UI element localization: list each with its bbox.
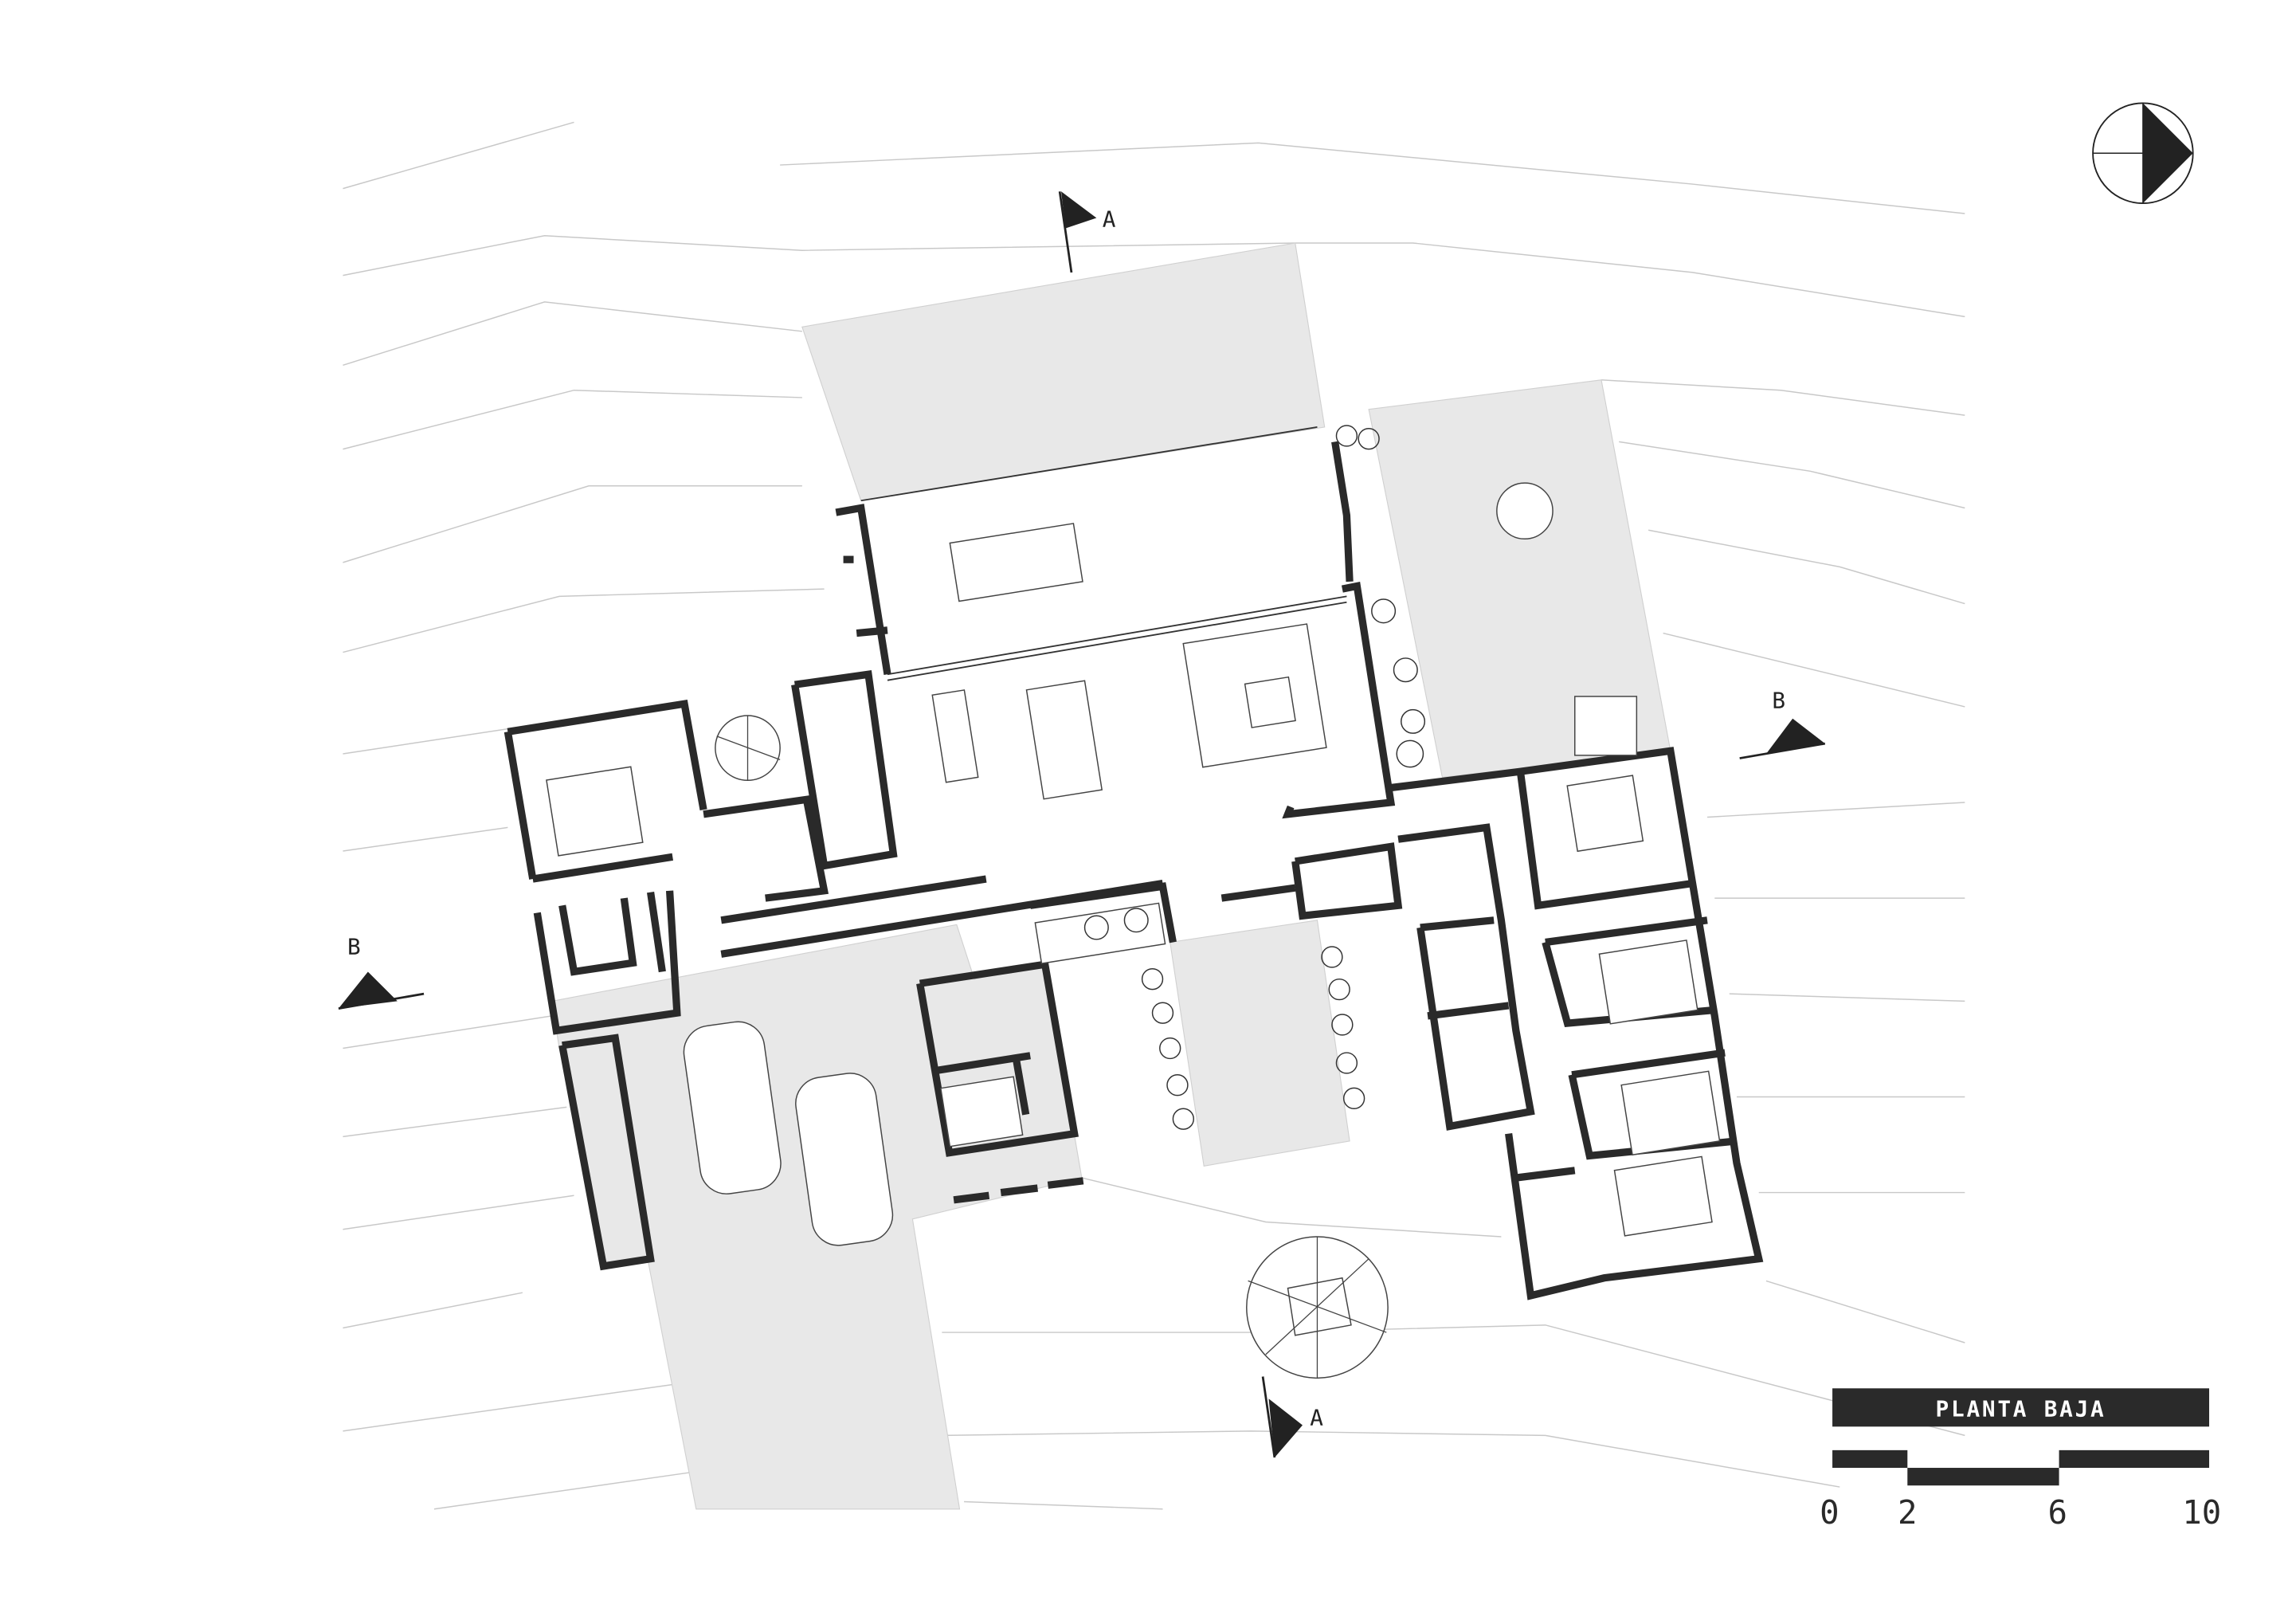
terrain-contours xyxy=(343,121,1965,1510)
scale-label: 2 xyxy=(1898,1493,1917,1532)
svg-text:A: A xyxy=(1310,1404,1323,1430)
svg-text:A: A xyxy=(1103,206,1116,233)
trees xyxy=(715,425,1426,1379)
svg-text:B: B xyxy=(1772,688,1785,714)
scale-bar: 0 2 6 10 xyxy=(1820,1449,2221,1532)
furniture xyxy=(546,482,1721,1237)
walls xyxy=(503,426,1764,1300)
car-icon xyxy=(683,1021,782,1194)
section-marker-a-bottom: A xyxy=(1261,1376,1323,1458)
scale-segment-2-6 xyxy=(1907,1468,2059,1486)
plan-title: PLANTA BAJA xyxy=(1936,1395,2106,1422)
section-marker-a-top: A xyxy=(1058,191,1116,273)
planter-south xyxy=(1034,902,1166,964)
round-table xyxy=(1496,482,1554,540)
bed-east-1 xyxy=(1566,775,1644,853)
tree-base xyxy=(1287,1277,1352,1336)
plants xyxy=(1083,425,1426,1130)
title-block: PLANTA BAJA xyxy=(1832,1388,2210,1427)
north-arrow-icon xyxy=(2092,102,2194,205)
scale-label: 6 xyxy=(2047,1493,2067,1532)
central-courtyard xyxy=(1170,920,1350,1167)
section-marker-b-right: B xyxy=(1739,688,1826,759)
dining-table-indoor xyxy=(1025,680,1103,800)
north-terrace xyxy=(801,242,1326,501)
scale-segment-6-10 xyxy=(2059,1449,2210,1469)
cars xyxy=(683,1021,894,1246)
scale-label: 0 xyxy=(1820,1493,1839,1532)
bed-east-2 xyxy=(1598,939,1698,1025)
bed-east-4 xyxy=(1613,1155,1713,1237)
car-icon xyxy=(795,1073,894,1246)
bed-east-3 xyxy=(1620,1070,1721,1156)
svg-text:B: B xyxy=(347,933,361,959)
kitchen-island xyxy=(931,689,979,783)
bed-master xyxy=(546,766,644,857)
bed-guest xyxy=(939,1076,1024,1147)
stair-east xyxy=(1574,696,1638,756)
dining-table-outdoor xyxy=(949,523,1083,602)
scale-label: 10 xyxy=(2182,1493,2221,1532)
scale-segment-0-2 xyxy=(1832,1449,1908,1469)
section-marker-b-left: B xyxy=(338,933,425,1010)
paved-areas xyxy=(551,242,1671,1510)
coffee-table xyxy=(1244,676,1296,728)
